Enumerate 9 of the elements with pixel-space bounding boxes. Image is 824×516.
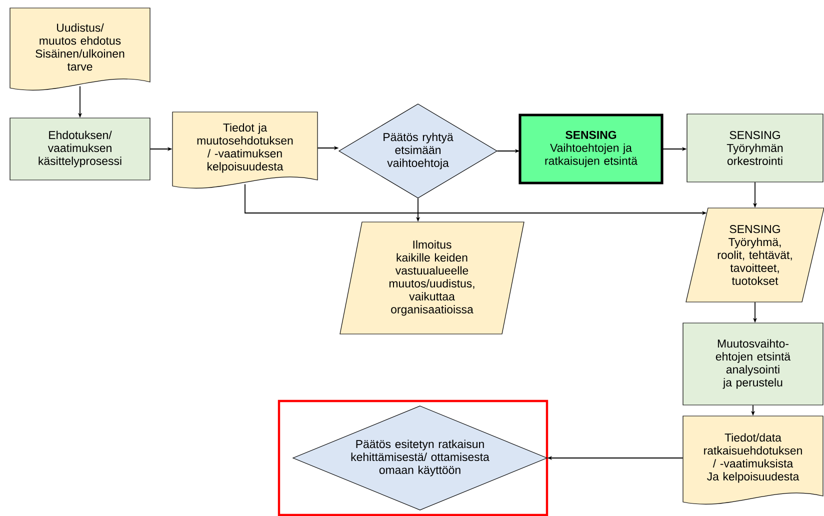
document-box: Tiedot/data ratkaisuehdotuksen / -vaatimuksista Ja kelpoisuudesta — [682, 416, 824, 504]
process-box: SENSING Työryhmän orkestrointi — [686, 114, 824, 182]
process-box: Ehdotuksen/ vaatimuksen käsittelyprosessi — [10, 118, 150, 180]
process-box: SENSING Vaihtoehtojen ja ratkaisujen etsintä — [518, 114, 664, 184]
data-parallelogram: SENSING Työryhmä, roolit, tehtävät, tavoitteet, tuotokset — [686, 208, 824, 302]
data-parallelogram: Ilmoitus kaikille keiden vastuualueelle muutos/uudistus, vaikuttaa organisaatioissa — [340, 222, 524, 334]
document-box: Uudistus/ muutos ehdotus Sisäinen/ulkoinen tarve — [10, 8, 150, 90]
process-box: Muutosvaihto-ehtojen etsintä analysointi ja perustelu — [682, 322, 824, 406]
document-box: Tiedot ja muutosehdotuksen / -vaatimuksen kelpoisuudesta — [172, 112, 318, 188]
